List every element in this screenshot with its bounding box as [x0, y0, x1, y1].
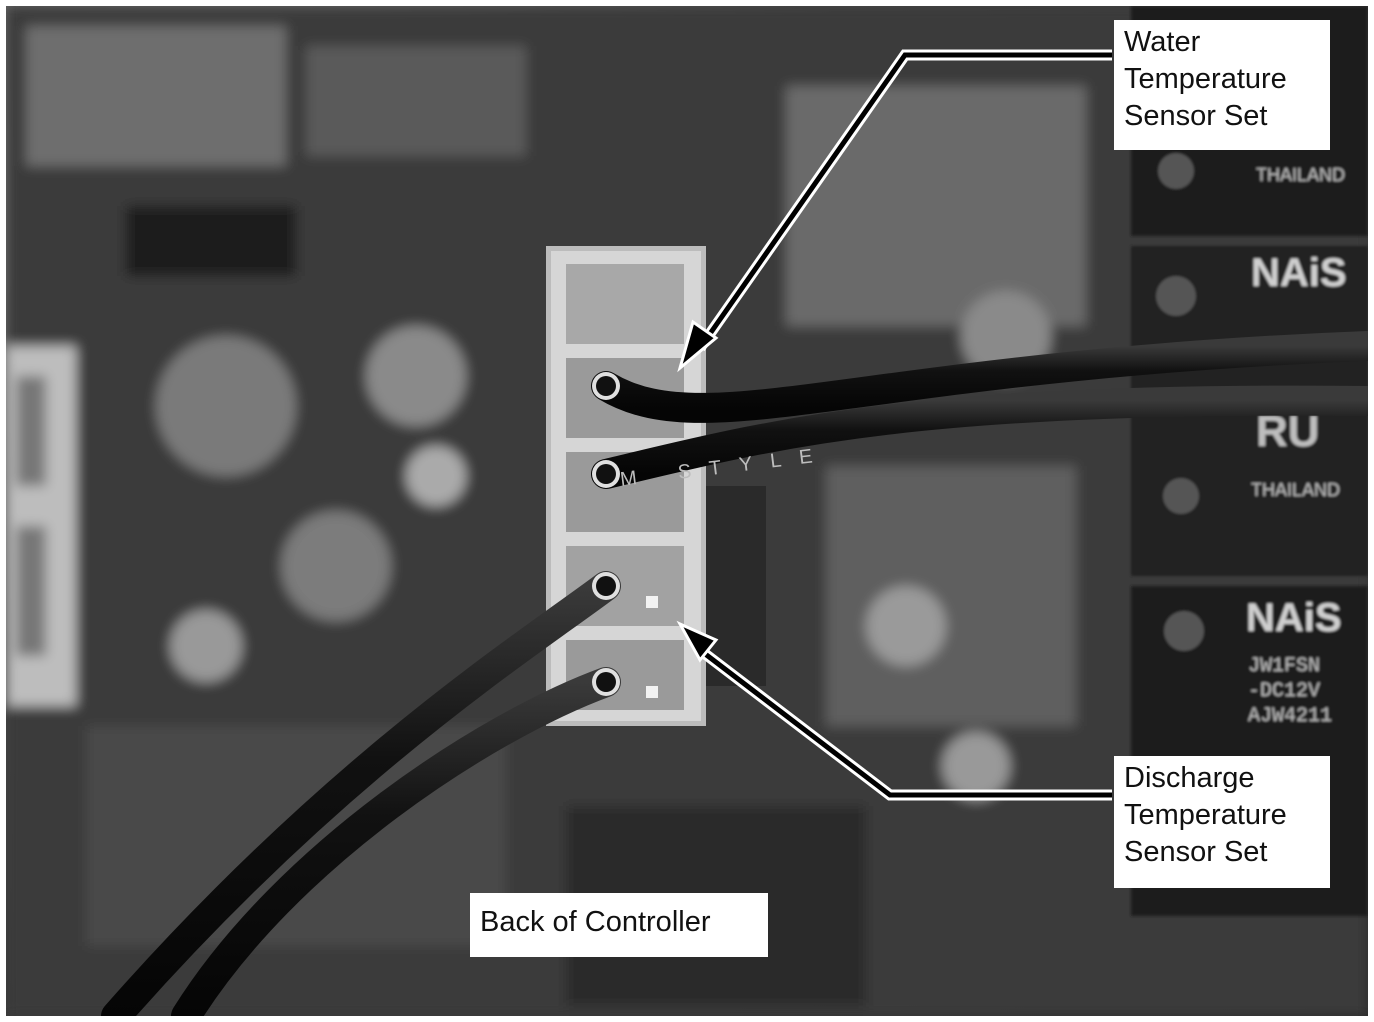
connector-block	[546, 246, 766, 726]
back-of-controller-label: Back of Controller	[470, 893, 768, 957]
svg-text:AJW4211: AJW4211	[1248, 705, 1332, 728]
svg-text:THAILAND: THAILAND	[1256, 165, 1345, 185]
svg-text:-DC12V: -DC12V	[1248, 680, 1320, 703]
svg-text:NAiS: NAiS	[1251, 251, 1347, 295]
circuit-board-photo: NAiS RU THAILAND NAiS JW1FSN -DC12V AJW4…	[6, 6, 1368, 1016]
sensor-wires: M STYLE	[101, 331, 1368, 1016]
pcb-illustration: NAiS RU THAILAND NAiS JW1FSN -DC12V AJW4…	[6, 6, 1368, 1016]
discharge-temperature-sensor-label: Discharge Temperature Sensor Set	[1114, 756, 1330, 888]
svg-text:THAILAND: THAILAND	[1251, 480, 1340, 500]
svg-text:JW1FSN: JW1FSN	[1248, 655, 1320, 678]
svg-text:NAiS: NAiS	[1246, 596, 1342, 640]
water-temperature-sensor-label: Water Temperature Sensor Set	[1114, 20, 1330, 150]
